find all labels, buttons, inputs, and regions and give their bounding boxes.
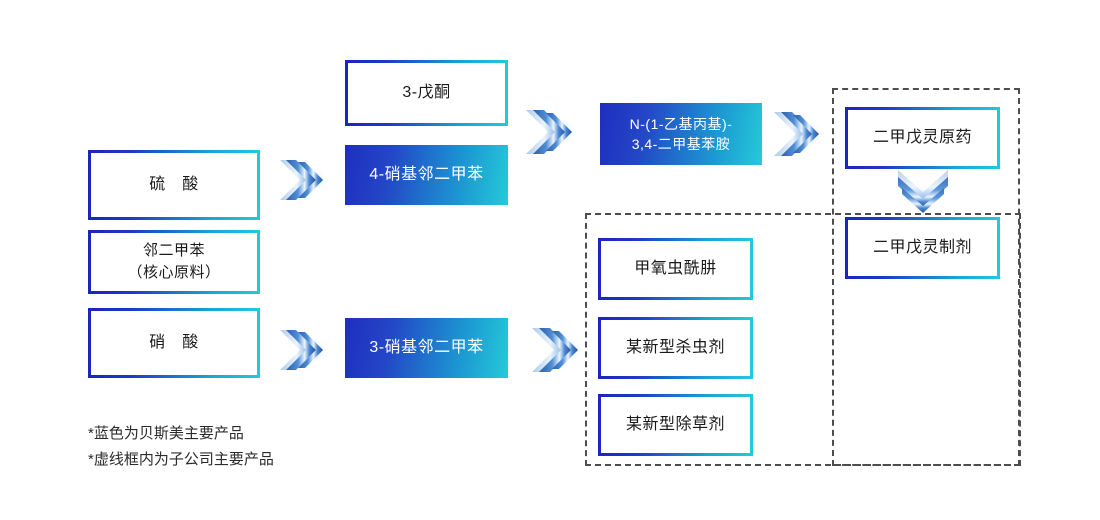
node-nitric-acid-label: 硝 酸 (149, 334, 199, 352)
node-o-xylene[interactable]: 邻二甲苯 （核心原料） (88, 230, 260, 294)
footnote-dashed-legend: *虚线框内为子公司主要产品 (88, 451, 274, 469)
node-dimethylaniline-label-line1: N-(1-乙基丙基)- (629, 115, 733, 132)
node-o-xylene-label-line1: 邻二甲苯 (142, 242, 205, 260)
arrow-nitro-to-products-right-icon (530, 323, 590, 377)
arrow-nitric-to-nitro-right-icon (278, 325, 334, 375)
arrow-intermediates-to-amine-right-icon (524, 105, 584, 159)
node-dimethylaniline[interactable]: N-(1-乙基丙基)- 3,4-二甲基苯胺 (600, 103, 762, 165)
arrow-sulfuric-to-nitro-right-icon (278, 155, 334, 205)
arrow-amine-to-pendimethalin-right-icon (772, 107, 830, 161)
node-o-xylene-label-line2: （核心原料） (127, 264, 221, 281)
node-nitric-acid[interactable]: 硝 酸 (88, 308, 260, 378)
node-3-nitro-o-xylene[interactable]: 3-硝基邻二甲苯 (345, 318, 508, 378)
node-3-nitro-o-xylene-label: 3-硝基邻二甲苯 (369, 339, 484, 357)
node-pendimethalin-tc-label: 二甲戊灵原药 (872, 129, 972, 147)
node-pendimethalin-formulation-label: 二甲戊灵制剂 (872, 239, 972, 257)
node-4-nitro-o-xylene[interactable]: 4-硝基邻二甲苯 (345, 145, 508, 205)
node-new-herbicide-label: 某新型除草剂 (625, 416, 725, 434)
footnote-blue-legend: *蓝色为贝斯美主要产品 (88, 425, 244, 442)
node-new-insecticide-label: 某新型杀虫剂 (625, 339, 725, 357)
node-3-pentanone[interactable]: 3-戊酮 (345, 60, 508, 126)
node-pendimethalin-formulation[interactable]: 二甲戊灵制剂 (845, 217, 1000, 279)
arrow-tc-to-formulation-down-icon (893, 168, 953, 218)
node-new-insecticide[interactable]: 某新型杀虫剂 (598, 317, 753, 379)
dashed-region-subsidiary-lower (585, 213, 1021, 466)
node-methoxyfenozide-label: 甲氧虫酰肼 (634, 260, 717, 278)
footnotes: *蓝色为贝斯美主要产品 *虚线框内为子公司主要产品 (88, 421, 274, 474)
node-sulfuric-acid[interactable]: 硫 酸 (88, 150, 260, 220)
node-dimethylaniline-label-line2: 3,4-二甲基苯胺 (631, 136, 731, 152)
node-new-herbicide[interactable]: 某新型除草剂 (598, 394, 753, 456)
node-4-nitro-o-xylene-label: 4-硝基邻二甲苯 (369, 166, 484, 184)
node-methoxyfenozide[interactable]: 甲氧虫酰肼 (598, 238, 753, 300)
node-sulfuric-acid-label: 硫 酸 (149, 176, 199, 194)
node-3-pentanone-label: 3-戊酮 (402, 84, 451, 102)
node-pendimethalin-tc[interactable]: 二甲戊灵原药 (845, 107, 1000, 169)
